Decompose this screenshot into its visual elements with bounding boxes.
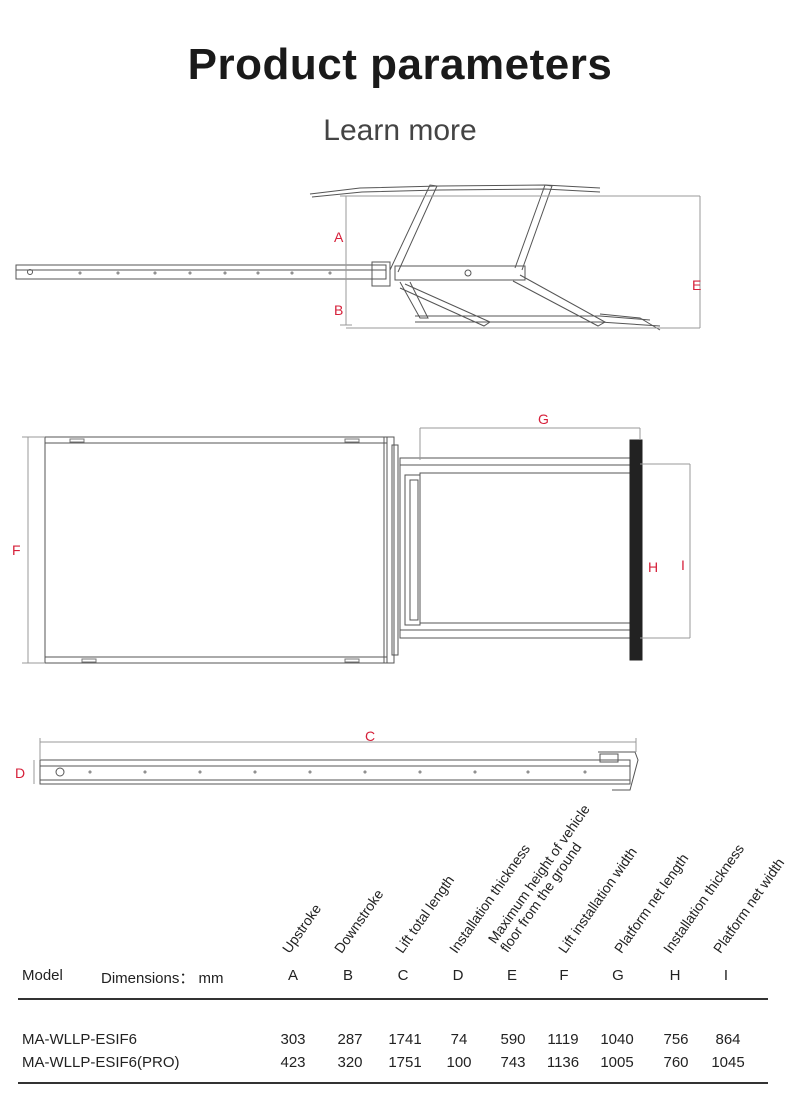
header-upstroke: Upstroke bbox=[278, 900, 325, 956]
row-value: 423 bbox=[280, 1054, 306, 1071]
dim-label-h: H bbox=[648, 559, 659, 575]
model-header: Model bbox=[22, 967, 63, 984]
row-value: 1751 bbox=[388, 1054, 422, 1071]
row-value: 864 bbox=[715, 1031, 741, 1048]
dim-label-a: A bbox=[334, 229, 344, 245]
dim-label-c: C bbox=[365, 728, 376, 744]
row-value: 303 bbox=[280, 1031, 306, 1048]
letter-i: I bbox=[723, 967, 729, 984]
row-value: 1045 bbox=[711, 1054, 745, 1071]
dim-label-i: I bbox=[681, 557, 685, 573]
letter-f: F bbox=[559, 967, 569, 984]
row-model: MA-WLLP-ESIF6 bbox=[22, 1031, 138, 1048]
dimensions-header: Dimensions： mm bbox=[101, 970, 224, 987]
letter-g: G bbox=[612, 967, 624, 984]
dim-label-e: E bbox=[692, 277, 702, 293]
dim-label-b: B bbox=[334, 302, 344, 318]
table-rule-top bbox=[18, 998, 768, 1000]
letter-d: D bbox=[452, 967, 464, 984]
letter-h: H bbox=[669, 967, 681, 984]
row-value: 1741 bbox=[388, 1031, 422, 1048]
technical-drawings bbox=[15, 184, 701, 791]
row-value: 1119 bbox=[547, 1031, 579, 1048]
letter-e: E bbox=[506, 967, 517, 984]
row-value: 1005 bbox=[600, 1054, 634, 1071]
row-value: 756 bbox=[663, 1031, 689, 1048]
row-value: 1136 bbox=[546, 1054, 580, 1071]
row-value: 590 bbox=[500, 1031, 526, 1048]
dim-label-d: D bbox=[15, 765, 26, 781]
letter-b: B bbox=[342, 967, 353, 984]
side-view-drawing bbox=[15, 184, 701, 331]
learn-more-link[interactable]: Learn more bbox=[323, 114, 477, 147]
page-title: Product parameters bbox=[187, 40, 613, 89]
row-value: 100 bbox=[446, 1054, 472, 1071]
dim-label-g: G bbox=[538, 411, 549, 427]
profile-view-drawing bbox=[33, 738, 639, 791]
row-value: 320 bbox=[337, 1054, 363, 1071]
row-value: 74 bbox=[450, 1031, 468, 1048]
top-view-drawing bbox=[22, 427, 691, 664]
row-value: 743 bbox=[500, 1054, 526, 1071]
letter-c: C bbox=[397, 967, 409, 984]
row-model: MA-WLLP-ESIF6(PRO) bbox=[22, 1054, 180, 1071]
table-rule-bottom bbox=[18, 1082, 768, 1084]
row-value: 760 bbox=[663, 1054, 689, 1071]
row-value: 287 bbox=[337, 1031, 363, 1048]
letter-a: A bbox=[287, 967, 298, 984]
header-max-height-line2: floor from the ground bbox=[496, 839, 585, 955]
row-value: 1040 bbox=[600, 1031, 634, 1048]
dim-label-f: F bbox=[12, 542, 21, 558]
header-downstroke: Downstroke bbox=[330, 886, 387, 956]
